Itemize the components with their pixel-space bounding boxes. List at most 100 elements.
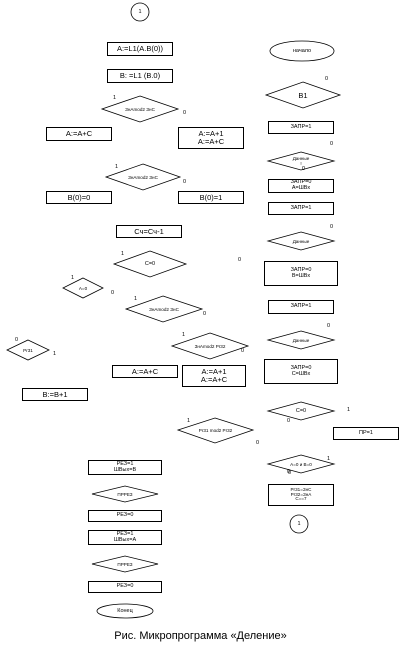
branch-label: 0 (302, 166, 306, 172)
figure-caption: Рис. Микропрограмма «Деление» (114, 630, 287, 642)
branch-label: 1 (113, 95, 117, 101)
decision-a-and-b-zero: A=0 и B=0 (290, 461, 312, 467)
diamond-shape (170, 332, 250, 360)
init-line-1: Pr31=ЗнС (290, 486, 312, 492)
connector-label-top: 1 (138, 9, 142, 15)
decision-sign-a-c-2: ЗнAmod2 ЗнС (128, 174, 158, 180)
branch-label: 1 (115, 164, 119, 170)
diamond-shape (100, 95, 180, 123)
a-shift-box-2: A:=A+1 A:=A+C (182, 365, 246, 387)
b0-zero-box: B(0)=0 (46, 191, 112, 204)
result-one-box: РЕЗ=1 ШВых=B (88, 460, 162, 475)
diamond-shape (112, 250, 188, 278)
branch-label: 0 (288, 470, 292, 476)
decision-data-3: Данные (292, 337, 310, 343)
a-shift-line-2: A:=A+C (197, 137, 225, 146)
decision-c-zero-right: C=0 (295, 408, 307, 414)
branch-label: 0 (111, 290, 115, 296)
request-zero-c-line-1: ЗАПР=0 (290, 364, 312, 371)
b0-one-box: B(0)=1 (178, 191, 244, 204)
branch-label: 0 (330, 224, 334, 230)
branch-label: 0 (287, 469, 291, 475)
diamond-shape (266, 401, 336, 421)
decision-sign-a-c-3: ЗнAmod2 ЗнС (149, 306, 179, 312)
result-one-box-2: РЕЗ=1 ШВых=A (88, 530, 162, 545)
request-zero-b-box: ЗАПР=0 B=ШВх (264, 261, 338, 286)
decision-a-zero: A=0 (78, 285, 88, 291)
connector-label-bottom: 1 (297, 521, 301, 527)
branch-label: 0 (256, 440, 260, 446)
request-zero-a-line-1: ЗАПР=0 (290, 179, 312, 186)
result-zero-box: РЕЗ=0 (88, 510, 162, 522)
assign-a-box: A:=L1(A.B(0)) (107, 42, 173, 56)
a-plus-c-box-2: A:=A+C (112, 365, 178, 378)
init-block: Pr31=ЗнС Pr32=ЗнА C==7 (268, 484, 334, 506)
diamond-shape (62, 277, 104, 299)
diamond-shape (6, 339, 50, 361)
branch-label: 1 (53, 351, 57, 357)
branch-label: 0 (330, 141, 334, 147)
branch-label: 1 (187, 418, 191, 424)
decision-sign-a-pr32: ЗнAmod2 Pr32 (194, 343, 226, 349)
end-terminal: Конец (117, 608, 133, 614)
branch-label: 1 (121, 251, 125, 257)
decision-data-2: Данные (292, 238, 310, 244)
a-plus-c-box: A:=A+C (46, 127, 112, 141)
result-one-2-line-1: РЕЗ=1 (116, 530, 134, 537)
connector-bottom (289, 514, 309, 534)
decision-pr31-mod-pr32: Pr31 mod2 Pr32 (198, 428, 233, 433)
a-shift-box: A:=A+1 A:=A+C (178, 127, 244, 149)
result-one-2-line-2: ШВых=A (113, 536, 137, 543)
diamond-shape (104, 163, 182, 191)
request-zero-b-line-1: ЗАПР=0 (290, 266, 312, 273)
branch-label: 0 (325, 76, 329, 82)
decision-pr31: Pr31 (23, 347, 33, 353)
a-shift-line-1: A:=A+1 (198, 129, 224, 139)
diamond-shape (266, 151, 336, 171)
branch-label: 0 (183, 179, 187, 185)
branch-label: 1 (182, 332, 186, 338)
diamond-shape (176, 417, 255, 444)
result-one-line-2: ШВых=B (113, 466, 137, 473)
decision-c-zero: C=0 (144, 261, 156, 267)
request-zero-b-line-2: B=ШВх (291, 272, 311, 279)
start-terminal: начало (292, 48, 312, 54)
decision-b1: B1 (298, 90, 308, 100)
decision-sign-a-c-1: ЗнAmod2 ЗнС (125, 106, 155, 112)
request-zero-c-box: ЗАПР=0 C=ШВх (264, 359, 338, 384)
branch-label: 1 (327, 456, 331, 462)
request-one-box: ЗАПР=1 (268, 121, 334, 134)
request-one-box-2: ЗАПР=1 (268, 202, 334, 215)
decision-data-1: Данные ! (268, 152, 334, 170)
branch-label: 0 (203, 311, 207, 317)
a-shift-2-line-1: A:=A+1 (201, 367, 227, 377)
b-increment-box: B:=B+1 (22, 388, 88, 401)
init-line-2: Pr32=ЗнА (290, 491, 312, 497)
request-zero-c-line-2: C=ШВх (291, 370, 311, 377)
a-shift-2-line-2: A:=A+C (200, 375, 228, 384)
init-line-3: C==7 (295, 496, 307, 502)
decision-prrez-2: ПРРЕЗ (117, 561, 133, 567)
branch-label: 1 (134, 296, 138, 302)
branch-label: 0 (238, 257, 242, 263)
decision-data-1-line-2: ! (300, 161, 302, 166)
request-zero-a-line-2: A=ШВх (291, 185, 311, 191)
diamond-shape (266, 231, 336, 251)
result-zero-box-2: РЕЗ=0 (88, 581, 162, 593)
start-terminal-shape (269, 40, 335, 62)
result-one-line-1: РЕЗ=1 (116, 460, 134, 467)
pr-one-box: ПР=1 (333, 427, 399, 440)
connector-top (130, 2, 150, 22)
diamond-shape (264, 81, 342, 109)
branch-label: 0 (183, 110, 187, 116)
diamond-shape (91, 555, 159, 573)
request-zero-a-box: ЗАПР=0 A=ШВх (268, 179, 334, 193)
diamond-shape (266, 330, 336, 350)
end-terminal-shape (96, 603, 154, 619)
counter-decrement-box: Сч=Сч-1 (116, 225, 182, 238)
diamond-shape (266, 454, 336, 474)
branch-label: 0 (287, 418, 291, 424)
decision-data-1-line-1: Данные (292, 155, 310, 161)
diamond-shape (91, 485, 159, 503)
